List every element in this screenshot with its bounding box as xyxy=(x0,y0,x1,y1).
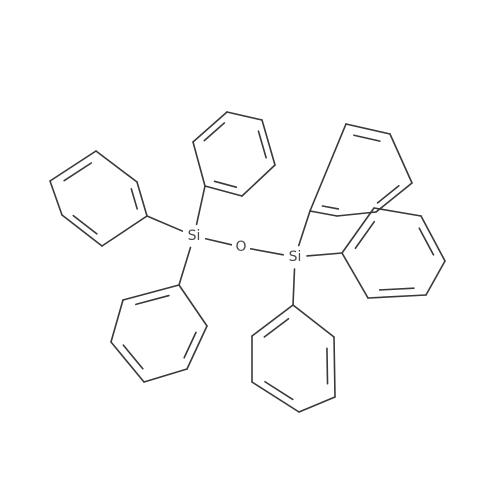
ring-edge-ph6-5 xyxy=(251,304,294,337)
ring-edge-ph1-0 xyxy=(192,141,206,187)
ring-double-ph2-5 xyxy=(130,188,139,210)
ring-edge-ph4-3 xyxy=(375,182,413,213)
ring-edge-ph1-1 xyxy=(192,111,228,143)
ring-double-ph3-5 xyxy=(135,294,170,306)
ring-edge-ph3-2 xyxy=(143,368,188,383)
ring-double-ph3-3 xyxy=(122,344,144,370)
bond-si-ph5 xyxy=(306,252,343,257)
ring-edge-ph1-4 xyxy=(241,164,276,197)
ring-edge-ph4-4 xyxy=(336,211,377,217)
atom-label-si1: Si xyxy=(188,228,201,244)
ring-edge-ph5-4 xyxy=(373,207,422,217)
ring-edge-ph5-3 xyxy=(420,215,446,262)
ring-double-ph5-3 xyxy=(418,227,435,256)
ring-edge-ph5-0 xyxy=(341,252,369,299)
ring-edge-ph6-3 xyxy=(251,381,300,413)
atom-si1: Si xyxy=(183,226,205,244)
ring-edge-ph5-5 xyxy=(341,207,375,254)
ring-double-ph4-3 xyxy=(376,184,400,204)
ring-double-ph2-3 xyxy=(63,162,93,182)
ring-edge-ph3-5 xyxy=(122,284,180,301)
ring-edge-ph2-3 xyxy=(49,150,97,182)
ring-edge-ph3-1 xyxy=(186,325,208,370)
ring-edge-ph3-0 xyxy=(178,284,208,327)
bond-o1-si2 xyxy=(249,247,285,256)
ring-edge-ph2-2 xyxy=(49,180,63,216)
ring-double-ph5-1 xyxy=(378,287,415,291)
ring-double-ph1-5 xyxy=(213,180,238,189)
phenyl-ring-ph1 xyxy=(192,111,276,226)
ring-double-ph6-1 xyxy=(326,347,329,385)
ring-edge-ph4-2 xyxy=(389,133,413,184)
phenyl-ring-ph3 xyxy=(110,246,208,383)
ring-edge-ph1-3 xyxy=(261,119,276,166)
ring-edge-ph6-0 xyxy=(292,304,335,338)
bond-si1-o1 xyxy=(204,237,234,246)
ring-edge-ph5-2 xyxy=(425,260,446,296)
phenyl-ring-ph2 xyxy=(49,150,184,247)
atom-label-si2: Si xyxy=(289,249,302,265)
ring-edge-ph4-1 xyxy=(345,123,391,135)
ring-double-ph2-1 xyxy=(72,214,98,235)
bond-si-ph6 xyxy=(292,268,296,306)
ring-edge-ph5-1 xyxy=(367,294,427,299)
bond-si-ph4 xyxy=(297,210,311,247)
ring-edge-ph3-3 xyxy=(110,341,145,383)
atom-label-o1: O xyxy=(235,239,246,255)
bonds-layer xyxy=(49,111,446,413)
bond-si-ph2 xyxy=(146,215,184,233)
ring-edge-ph2-4 xyxy=(95,150,138,183)
bond-si-ph1 xyxy=(195,185,206,226)
ring-edge-ph1-5 xyxy=(204,185,243,197)
ring-double-ph5-5 xyxy=(354,220,376,250)
ring-edge-ph2-5 xyxy=(136,181,148,217)
atoms-layer: Si O Si xyxy=(183,226,306,266)
ring-edge-ph4-0 xyxy=(309,123,347,212)
phenyl-ring-ph4 xyxy=(297,123,413,247)
ring-edge-ph6-1 xyxy=(333,336,336,398)
ring-edge-ph2-0 xyxy=(101,215,148,247)
bond-si-ph3 xyxy=(178,246,192,286)
ring-double-ph3-1 xyxy=(183,331,197,359)
ring-edge-ph4-5 xyxy=(309,210,338,217)
ring-double-ph4-1 xyxy=(353,134,381,142)
ring-edge-ph6-2 xyxy=(298,396,336,413)
phenyl-ring-ph5 xyxy=(306,207,446,299)
ring-double-ph6-3 xyxy=(264,380,294,401)
ring-double-ph1-3 xyxy=(257,130,267,159)
ring-double-ph6-5 xyxy=(263,317,290,338)
ring-edge-ph3-4 xyxy=(110,299,124,343)
phenyl-ring-ph6 xyxy=(251,268,336,413)
siloxane-bonds xyxy=(204,237,285,256)
ring-double-ph1-1 xyxy=(203,122,226,142)
ring-double-ph4-5 xyxy=(321,205,340,210)
atom-si2: Si xyxy=(284,248,306,266)
atom-o1: O xyxy=(232,238,250,256)
ring-edge-ph2-1 xyxy=(61,214,103,247)
ring-edge-ph1-2 xyxy=(226,111,263,121)
